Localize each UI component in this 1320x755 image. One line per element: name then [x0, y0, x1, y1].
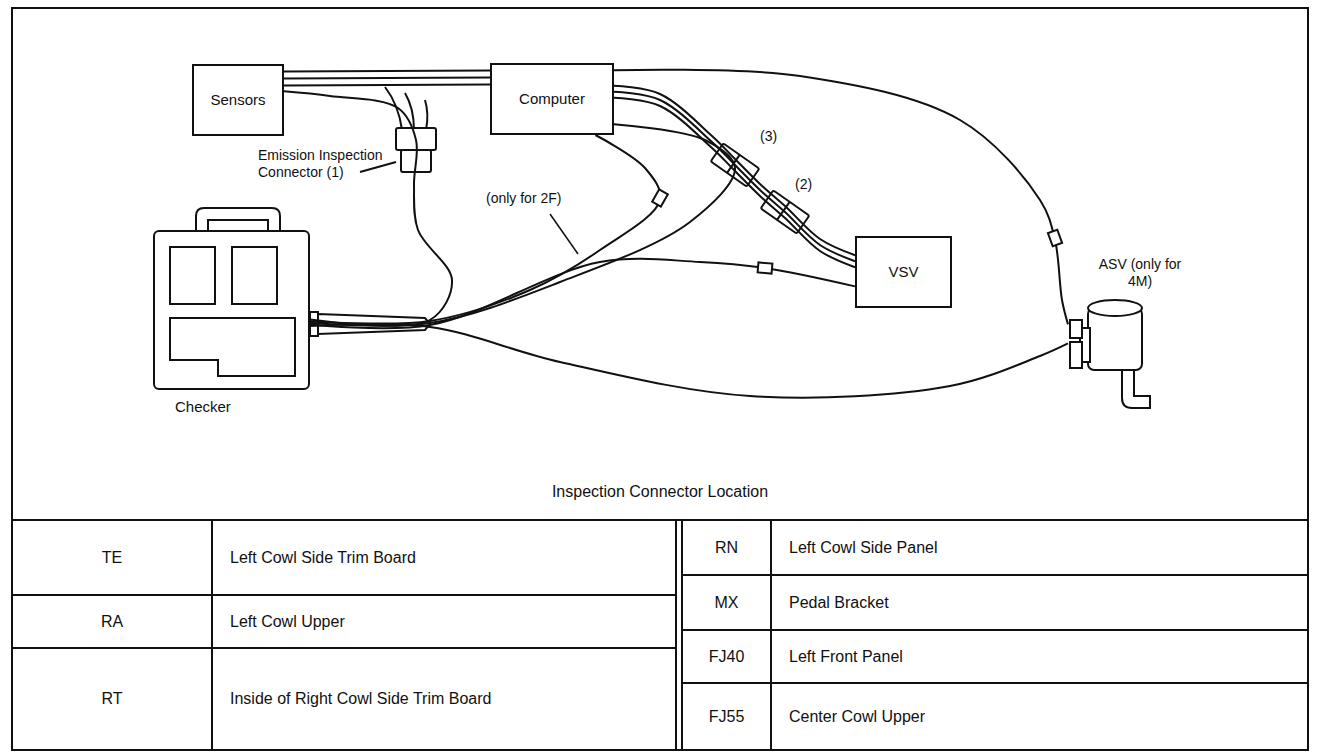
wire-harness — [614, 86, 855, 267]
callout-number: (2) — [795, 176, 825, 193]
box-label: VSV — [888, 263, 918, 281]
table-cell: TE — [12, 520, 212, 595]
wire-harness — [614, 70, 1068, 325]
table-cell: Left Cowl Side Panel — [771, 520, 1308, 575]
table-cell: Left Cowl Upper — [212, 595, 676, 648]
wire — [310, 324, 1068, 397]
wire-harness — [310, 135, 660, 324]
frame — [12, 8, 1308, 750]
inline-connector — [652, 189, 668, 206]
box-label: Sensors — [210, 91, 265, 109]
vsv-box: VSV — [855, 236, 952, 308]
table-line — [12, 647, 676, 649]
table-line — [770, 520, 772, 750]
table-line — [675, 520, 677, 750]
table-cell: Left Cowl Side Trim Board — [212, 520, 676, 595]
table-cell: RT — [12, 648, 212, 750]
wire — [284, 77, 490, 78]
table-cell: Center Cowl Upper — [771, 683, 1308, 750]
table-caption: Inspection Connector Location — [400, 482, 920, 501]
table-line — [12, 519, 1308, 521]
wire-harness — [284, 70, 490, 85]
box-label: Computer — [519, 90, 585, 108]
callout-label: (only for 2F) — [486, 190, 586, 207]
callout-label: Emission Inspection Connector (1) — [258, 147, 392, 181]
checker-unit: Checker — [153, 230, 310, 390]
table-line — [682, 629, 1308, 631]
table-line — [681, 520, 683, 750]
sensor-box: Sensors — [192, 64, 284, 136]
inline-connector — [1048, 230, 1062, 247]
asv-valve: ASV (only for 4M) — [1068, 256, 1218, 415]
wire — [614, 92, 855, 261]
table-cell: FJ55 — [682, 683, 771, 750]
table-cell: Left Front Panel — [771, 630, 1308, 683]
wire — [614, 70, 1068, 325]
part-label: Checker — [175, 398, 231, 416]
table-cell: FJ40 — [682, 630, 771, 683]
table-line — [682, 574, 1308, 576]
part-label: ASV (only for 4M) — [1092, 256, 1188, 290]
wire — [284, 84, 490, 85]
callout-number: (3) — [760, 128, 790, 145]
table-cell: MX — [682, 575, 771, 630]
asv-valve-drawing — [1070, 300, 1150, 408]
table-cell: RN — [682, 520, 771, 575]
leader-line — [550, 214, 578, 254]
table-cell: Inside of Right Cowl Side Trim Board — [212, 648, 676, 750]
wire — [310, 135, 660, 324]
checker-body — [170, 208, 430, 376]
table-cell: RA — [12, 595, 212, 648]
wire — [284, 70, 490, 71]
inline-connector — [758, 262, 773, 273]
wire — [614, 98, 855, 267]
table-line — [12, 594, 676, 596]
computer-box: Computer — [490, 63, 614, 135]
table-line — [211, 520, 213, 750]
table-line — [682, 682, 1308, 684]
wire-harness — [310, 324, 1068, 397]
table-cell: Pedal Bracket — [771, 575, 1308, 630]
wire-harness — [310, 259, 855, 328]
wire — [310, 259, 855, 328]
